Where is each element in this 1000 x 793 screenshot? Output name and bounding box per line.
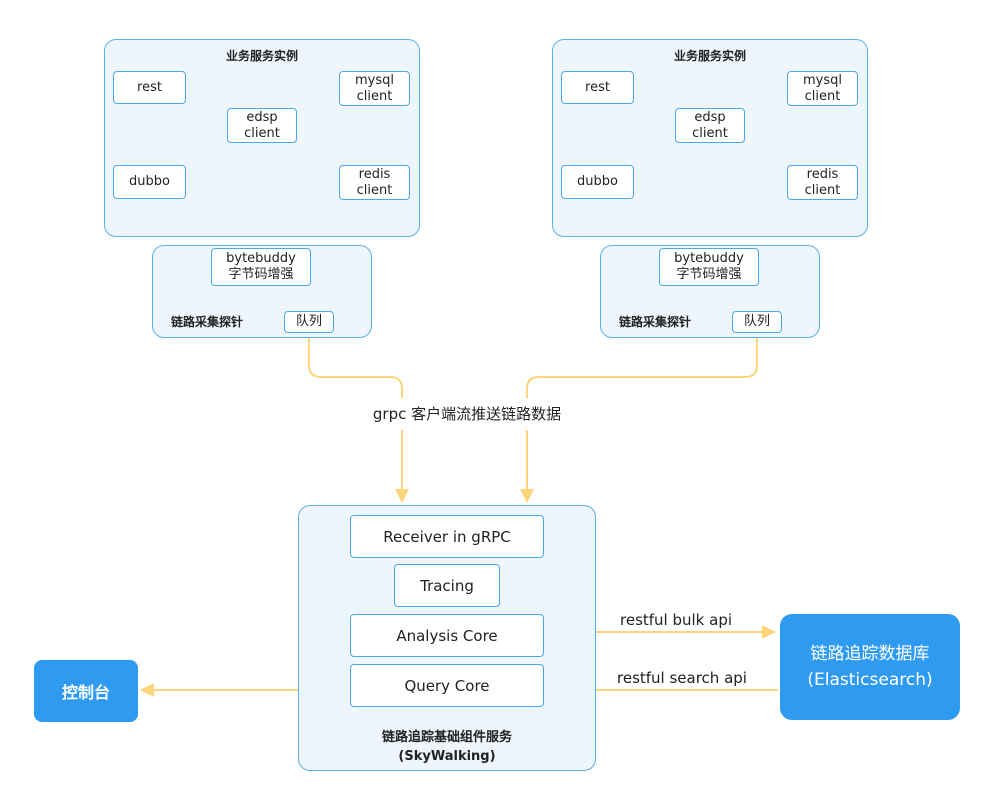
bulk-api-label: restful bulk api [620, 611, 733, 629]
search-api-label: restful search api [617, 669, 747, 687]
grpc-flow-left [308, 337, 403, 398]
probe-label: 链路采集探针 [171, 315, 244, 329]
mysql-client-box: mysql client [339, 71, 410, 106]
edsp-client-box: edsp client [227, 108, 297, 143]
grpc-flow-right [526, 337, 758, 398]
redis-client-box: redis client [339, 165, 410, 200]
rest-box: rest [561, 71, 634, 104]
grpc-stream-label: grpc 客户端流推送链路数据 [372, 405, 562, 423]
queue-box: 队列 [284, 311, 334, 333]
receiver-grpc-box: Receiver in gRPC [350, 515, 544, 558]
queue-box: 队列 [732, 311, 782, 333]
redis-client-box: redis client [787, 165, 858, 200]
dubbo-box: dubbo [113, 165, 186, 199]
bytebuddy-box: bytebuddy 字节码增强 [659, 248, 759, 286]
rest-box: rest [113, 71, 186, 104]
skywalking-title: 链路追踪基础组件服务 (SkyWalking) [381, 730, 512, 764]
service-instance-title: 业务服务实例 [673, 49, 746, 63]
query-core-box: Query Core [350, 664, 544, 707]
bytebuddy-box: bytebuddy 字节码增强 [211, 248, 311, 286]
service-instance-title: 业务服务实例 [225, 49, 298, 63]
probe-label: 链路采集探针 [619, 315, 692, 329]
edsp-client-box: edsp client [675, 108, 745, 143]
tracing-box: Tracing [394, 564, 500, 607]
dubbo-box: dubbo [561, 165, 634, 199]
console-box: 控制台 [34, 660, 138, 722]
mysql-client-box: mysql client [787, 71, 858, 106]
trace-database-box: 链路追踪数据库 (Elasticsearch) [780, 614, 960, 720]
analysis-core-box: Analysis Core [350, 614, 544, 657]
